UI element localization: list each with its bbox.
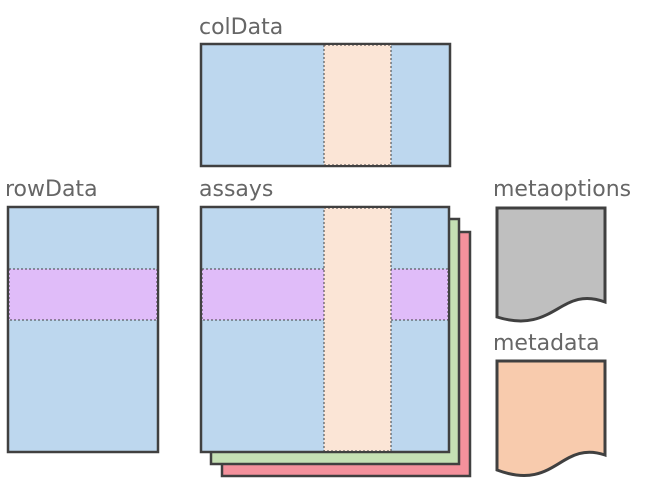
rowdata-row-highlight bbox=[8, 268, 158, 321]
metadata-label: metadata bbox=[493, 331, 600, 356]
assays-label: assays bbox=[199, 177, 273, 202]
rowdata-table bbox=[6, 205, 160, 454]
metadata-block: metadata bbox=[493, 331, 607, 477]
coldata-block: colData bbox=[199, 15, 452, 168]
metadata-document-icon bbox=[495, 359, 607, 477]
coldata-column-highlight bbox=[323, 44, 392, 166]
metaoptions-document-icon bbox=[495, 206, 607, 323]
metaoptions-block: metaoptions bbox=[493, 177, 631, 323]
coldata-label: colData bbox=[199, 15, 283, 40]
metaoptions-label: metaoptions bbox=[493, 177, 631, 202]
assays-block: assays bbox=[199, 177, 472, 478]
assay-column-highlight bbox=[323, 207, 392, 452]
rowdata-block: rowData bbox=[5, 177, 160, 454]
rowdata-label: rowData bbox=[5, 177, 98, 202]
